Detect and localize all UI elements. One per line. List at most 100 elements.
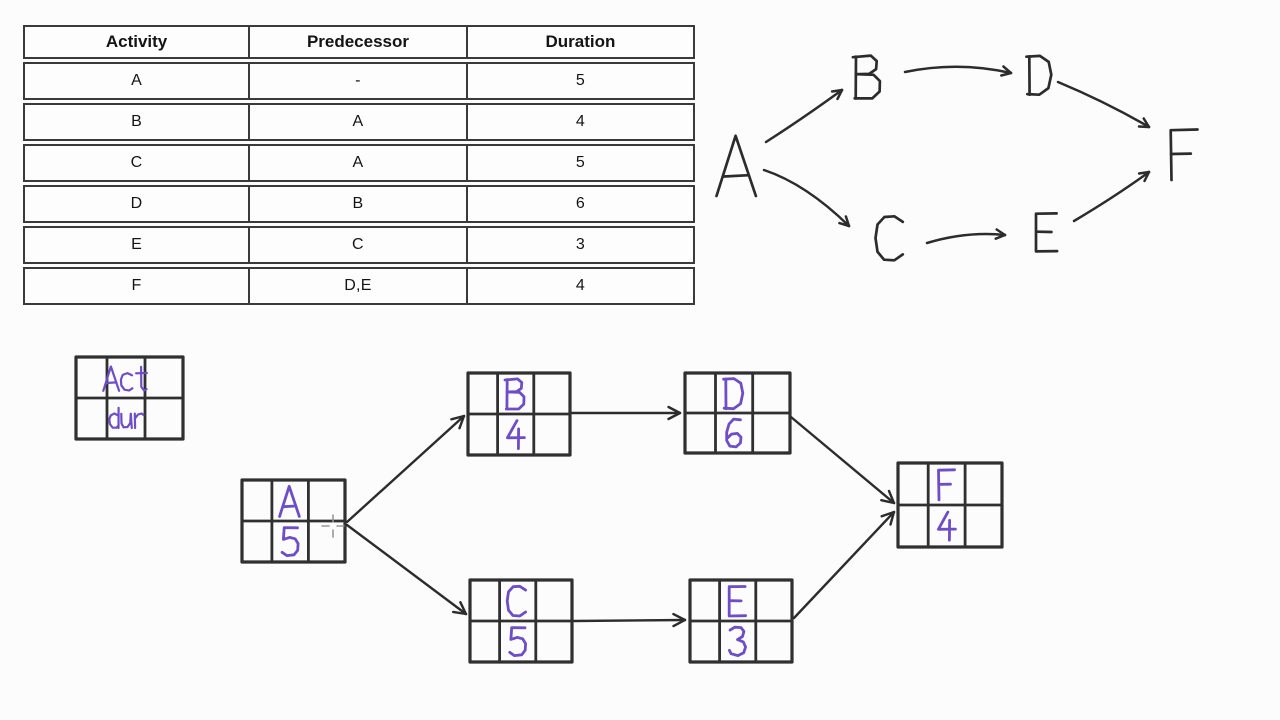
table-cell: 6 [467, 185, 695, 223]
legend-duration-label [108, 406, 145, 430]
legend-box [74, 355, 185, 441]
arrowhead [450, 414, 466, 421]
node-activity-label [278, 484, 301, 518]
table-cell: F [23, 267, 251, 305]
table-cell: 3 [467, 226, 695, 264]
table-cell: C [23, 144, 251, 182]
glyph-A [715, 134, 758, 198]
sketch-edge-C-E [925, 228, 1007, 245]
node-activity-label [503, 377, 526, 411]
arrowhead [995, 228, 1007, 237]
table-cell: D [23, 185, 251, 223]
glyph-t [140, 365, 148, 392]
node-duration-label [280, 526, 300, 557]
sketch-node-F [1169, 128, 1199, 182]
edge-line [792, 510, 896, 620]
table-cell: 5 [467, 62, 695, 100]
node-activity-label [937, 468, 956, 502]
box-outline [896, 461, 1004, 549]
node-duration-label [728, 625, 747, 657]
edge-line [789, 415, 896, 505]
node-activity-label [727, 585, 747, 618]
arrowhead [830, 88, 844, 93]
table-cell: A [23, 62, 251, 100]
edge-line [764, 88, 844, 144]
arrowhead [667, 411, 682, 421]
sketch-edge-E-F [1072, 170, 1151, 223]
arrowhead [880, 499, 896, 505]
glyph-C [505, 584, 527, 618]
arrowhead [1143, 170, 1151, 183]
glyph-3 [728, 625, 747, 657]
arrowhead [880, 510, 896, 518]
glyph-5 [280, 526, 300, 557]
diagram-edge-A-C [345, 523, 468, 616]
glyph-C [874, 214, 905, 262]
diagram-edge-B-D [570, 405, 682, 421]
drawing-cursor [321, 514, 345, 538]
edge-line [572, 618, 687, 623]
table-cell: - [250, 62, 468, 100]
sketch-edge-A-B [764, 88, 844, 144]
glyph-A [282, 504, 298, 509]
box-outline [683, 371, 792, 455]
glyph-D [1025, 54, 1053, 97]
glyph-u [129, 412, 133, 430]
table-cell: 4 [467, 267, 695, 305]
arrowhead [1002, 65, 1013, 75]
node-duration-label [508, 626, 527, 657]
edge-line [345, 414, 466, 524]
table-cell: B [23, 103, 251, 141]
table-cell: B [250, 185, 468, 223]
box-outline [74, 355, 185, 441]
node-duration-label [506, 419, 526, 450]
glyph-d [108, 412, 120, 429]
arrowhead [459, 601, 468, 616]
edge-line [345, 523, 468, 616]
glyph-5 [508, 626, 527, 657]
node-duration-label [937, 510, 957, 542]
diagram-edge-C-E [572, 612, 687, 628]
sketch-network [715, 54, 1199, 262]
sketch-node-C [874, 214, 905, 262]
arrowhead [838, 221, 851, 228]
glyph-4 [506, 419, 526, 440]
glyph-u [120, 412, 132, 429]
table-cell: C [250, 226, 468, 264]
sketch-node-A [715, 134, 758, 198]
sketch-node-E [1034, 212, 1059, 253]
glyph-A [278, 484, 301, 518]
node-activity-label [505, 584, 527, 618]
glyph-c [119, 372, 134, 392]
sketch-edge-B-D [903, 65, 1013, 77]
arrowhead [889, 510, 896, 526]
table-cell: D,E [250, 267, 468, 305]
diagram-node-B [466, 371, 572, 457]
glyph-6 [725, 417, 743, 449]
table-cell: E [23, 226, 251, 264]
arrowhead [672, 618, 687, 628]
sketch-edge-D-F [1056, 80, 1151, 129]
diagram-node-C [468, 578, 574, 664]
node-activity-label [722, 377, 745, 411]
col-header-activity: Activity [23, 25, 251, 59]
arrowhead [1137, 125, 1151, 129]
table-row: A-5 [23, 62, 695, 100]
table-cell: 5 [467, 144, 695, 182]
edge-line [925, 232, 1007, 245]
glyph-A [105, 381, 118, 385]
diagram-node-E [688, 578, 794, 664]
glyph-r [134, 412, 145, 420]
arrowhead [1142, 117, 1151, 129]
edge-line [1072, 170, 1151, 223]
